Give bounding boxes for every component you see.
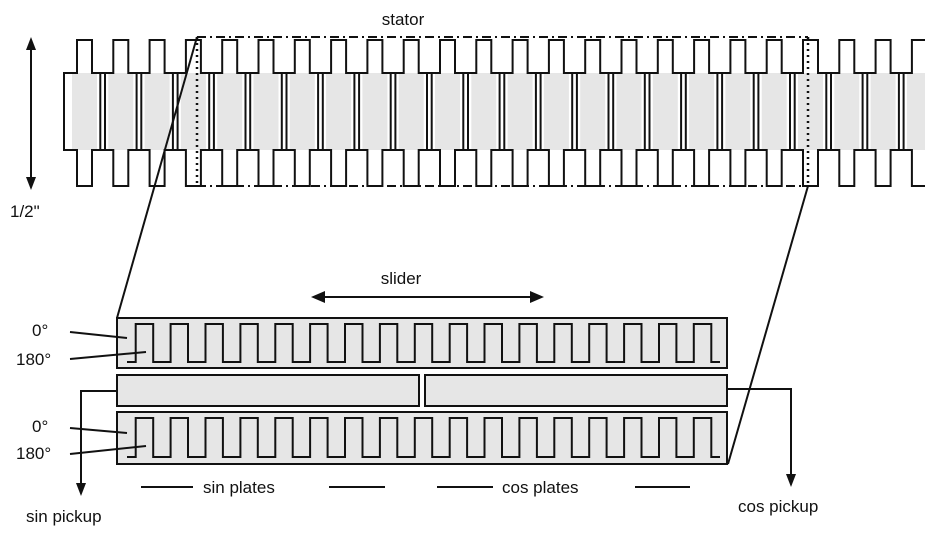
sin-plates-label: sin plates: [203, 478, 275, 497]
slider-bottom-comb-frame: [116, 411, 728, 465]
stator-plate-fill: [72, 73, 97, 150]
stator-plate-fill: [834, 73, 860, 150]
zoom-line-left: [116, 36, 198, 319]
sin-pickup-lead: [80, 390, 117, 487]
stator-plate-fill: [253, 73, 279, 150]
sin-pickup-plate: [116, 374, 420, 407]
stator-plate-fill: [217, 73, 243, 150]
sin-pickup-arrow-head: [76, 483, 86, 496]
zoom-line-right: [727, 185, 809, 465]
stator-plate-fill: [906, 73, 925, 150]
stator-plate-fill: [725, 73, 751, 150]
stator-plate-fill: [180, 73, 206, 150]
stator-plate: [63, 39, 106, 187]
stator-plate-fill: [761, 73, 787, 150]
stator-plate: [317, 39, 361, 187]
dimension-label: 1/2": [10, 202, 40, 221]
dimension-arrow-top-head: [26, 37, 36, 50]
stator-plate-fill: [798, 73, 823, 150]
cos-plates-label: cos plates: [502, 478, 579, 497]
phase-180-bottom-label: 180°: [16, 444, 51, 463]
bottom-interdigitated-electrode: [127, 417, 720, 458]
stator-plate-fill: [471, 73, 497, 150]
stator-label: stator: [382, 10, 425, 29]
dimension-arrow-bottom-head: [26, 177, 36, 190]
stator-plate: [716, 39, 760, 187]
phase-0-top-label: 0°: [32, 321, 48, 340]
stator-plate-fill: [144, 73, 170, 150]
stator-plate-fill: [435, 73, 460, 150]
stator-plate-fill: [398, 73, 424, 150]
stator-plate: [389, 39, 433, 187]
sin-pickup-label: sin pickup: [26, 507, 102, 526]
stator-plate-fill: [652, 73, 678, 150]
stator-plate-fill: [616, 73, 642, 150]
cos-pickup-arrow-head: [786, 474, 796, 487]
stator-plate-fill: [689, 73, 715, 150]
phase-0-bottom-label: 0°: [32, 417, 48, 436]
stator-plate-fill: [543, 73, 569, 150]
stator-plate: [135, 39, 179, 187]
phase-180-bottom-leader: [69, 445, 147, 455]
top-interdigitated-electrode: [127, 323, 720, 363]
phase-0-bottom-leader: [69, 427, 128, 434]
stator-plate-fill: [289, 73, 315, 150]
phase-0-top-leader: [69, 331, 128, 339]
stator-plate: [680, 39, 724, 187]
slider-arrow-right-head: [530, 291, 544, 303]
phase-180-top-label: 180°: [16, 350, 51, 369]
stator-plate-fill: [326, 73, 352, 150]
stator-plate: [280, 39, 324, 187]
stator-plate: [825, 39, 869, 187]
slider-label: slider: [381, 269, 422, 288]
stator-plates: [63, 39, 925, 187]
stator-plate: [897, 39, 925, 187]
stator-plate-fill: [362, 73, 388, 150]
stator-plate-fill: [870, 73, 896, 150]
stator-plate: [789, 39, 832, 187]
stator-plate: [99, 39, 143, 187]
stator-plate-fill: [507, 73, 533, 150]
stator-plate: [861, 39, 905, 187]
stator-plate: [426, 39, 469, 187]
stator-plate: [462, 39, 506, 187]
stator-plate-fill: [580, 73, 606, 150]
cos-pickup-plate: [424, 374, 728, 407]
phase-180-top-leader: [69, 351, 147, 360]
slider-arrow-left-head: [311, 291, 325, 303]
stator-plate-fill: [108, 73, 134, 150]
cos-pickup-label: cos pickup: [738, 497, 818, 516]
cos-pickup-lead: [727, 388, 792, 478]
slider-top-comb-frame: [116, 317, 728, 369]
